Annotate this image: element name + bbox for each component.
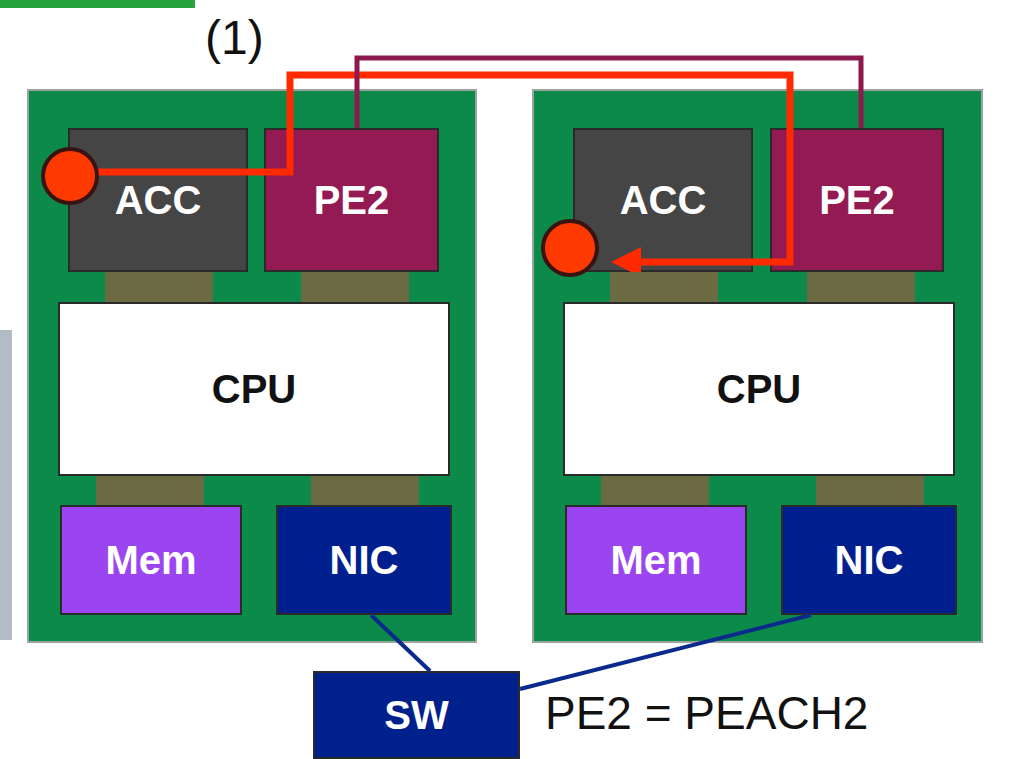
acc-box: ACC	[68, 128, 248, 272]
cpu-box: CPU	[563, 302, 955, 476]
box-label: PE2	[314, 180, 390, 220]
network-cable	[371, 615, 430, 671]
box-label: ACC	[620, 180, 707, 220]
box-label: CPU	[212, 369, 296, 409]
source-dot	[43, 149, 97, 203]
node-board	[533, 90, 982, 642]
switch-box: SW	[313, 671, 520, 759]
box-label: SW	[384, 695, 448, 735]
nic-box: NIC	[276, 505, 452, 615]
box-label: PE2	[819, 180, 895, 220]
box-label: ACC	[115, 180, 202, 220]
pcie-bus	[301, 272, 409, 302]
pcie-bus	[610, 272, 718, 302]
box-label: NIC	[330, 540, 399, 580]
memory-box: Mem	[60, 505, 242, 615]
pcie-bus	[105, 272, 213, 302]
header-bar	[0, 0, 195, 8]
peach2-box: PE2	[770, 128, 944, 272]
cpu-box: CPU	[58, 302, 450, 476]
peach2-link	[357, 58, 861, 128]
memory-box: Mem	[565, 505, 747, 615]
network-cable	[520, 615, 811, 689]
pcie-bus	[601, 476, 709, 505]
legend-note: PE2 = PEACH2	[545, 690, 868, 736]
box-label: NIC	[835, 540, 904, 580]
pcie-bus	[96, 476, 204, 505]
callout-number: (1)	[205, 14, 264, 62]
box-label: Mem	[610, 540, 701, 580]
nic-box: NIC	[781, 505, 957, 615]
pcie-bus	[816, 476, 924, 505]
target-dot	[543, 221, 597, 275]
box-label: Mem	[105, 540, 196, 580]
pcie-bus	[807, 272, 915, 302]
box-label: CPU	[717, 369, 801, 409]
pcie-bus	[311, 476, 419, 505]
photo-edge	[0, 330, 12, 640]
acc-box: ACC	[573, 128, 753, 272]
